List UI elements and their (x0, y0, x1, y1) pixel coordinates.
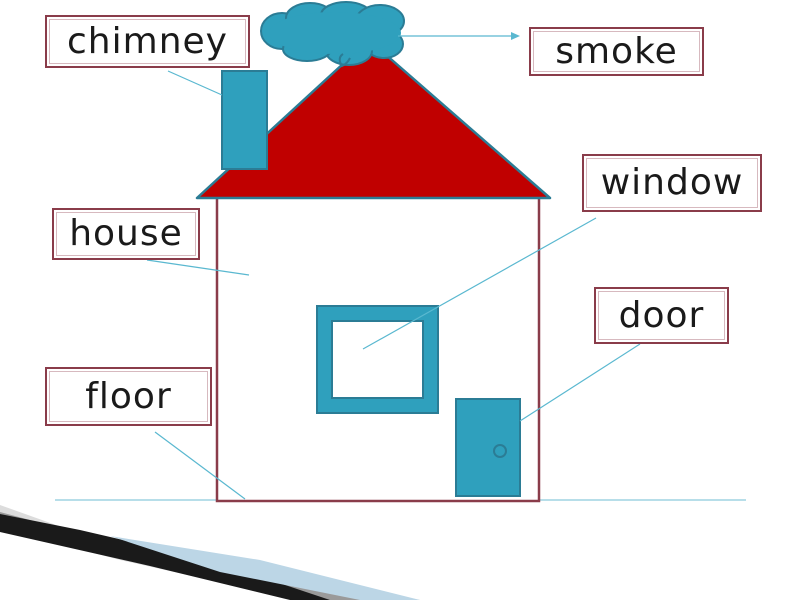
chimney (222, 71, 267, 169)
label-smoke: smoke (529, 27, 704, 76)
leader-smoke-arrowhead (511, 32, 520, 40)
label-door: door (594, 287, 729, 344)
label-house: house (52, 208, 200, 260)
door (456, 399, 520, 496)
label-window: window (582, 154, 762, 212)
slide-swoosh-decoration (0, 505, 420, 600)
label-chimney: chimney (45, 15, 250, 68)
label-floor: floor (45, 367, 212, 426)
leader-chimney (168, 71, 222, 95)
door-knob (494, 445, 506, 457)
smoke-cloud-fill (269, 12, 401, 54)
window-pane (332, 321, 423, 398)
swoosh-black-band (0, 514, 330, 600)
